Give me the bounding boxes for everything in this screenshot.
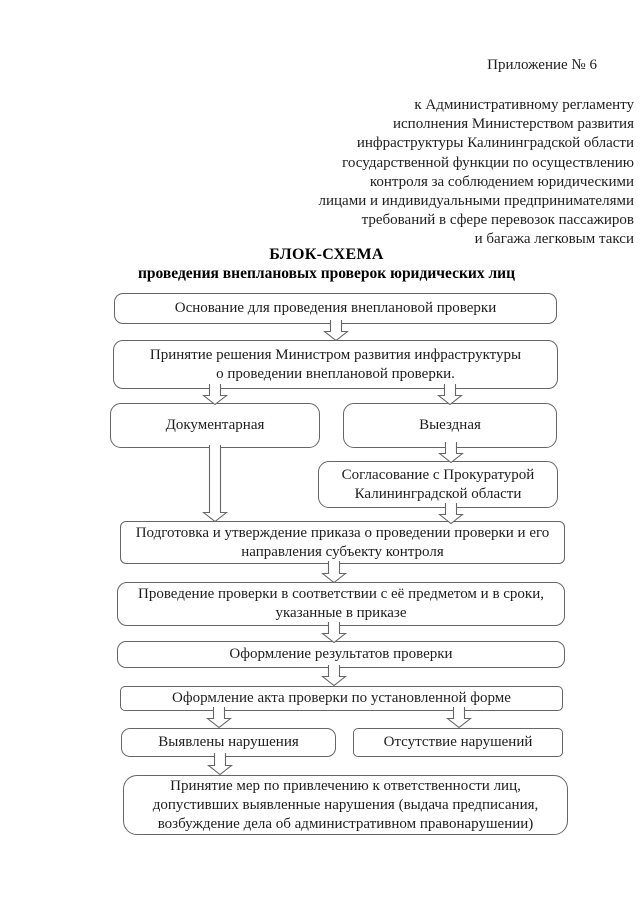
reference-line: государственной функции по осуществлению: [342, 154, 634, 171]
reference-line: инфраструктуры Калининградской области: [356, 135, 634, 152]
reference-line: требований в сфере перевозок пассажиров: [361, 212, 634, 229]
down-arrow-violations-to-measures: [207, 753, 233, 775]
down-arrow-prosecutor-to-order: [438, 503, 464, 524]
node-enforcement-measures: Принятие мер по привлечению к ответствен…: [123, 775, 568, 835]
node-results-registration: Оформление результатов проверки: [117, 641, 565, 668]
reference-line: и багажа легковым такси: [474, 231, 634, 248]
chart-title-sub: проведения внеплановых проверок юридичес…: [138, 265, 515, 282]
down-arrow-results-to-act: [321, 665, 347, 686]
down-arrow-basis-to-decision: [323, 320, 349, 341]
down-arrow-documentary-to-order: [202, 445, 228, 522]
node-field: Выездная: [343, 403, 557, 448]
down-arrow-conduct-to-results: [321, 622, 347, 643]
node-violations-found: Выявлены нарушения: [121, 728, 336, 757]
node-order-preparation: Подготовка и утверждение приказа о прове…: [120, 521, 565, 564]
down-arrow-act-to-no-violations: [446, 707, 472, 728]
node-act-registration: Оформление акта проверки по установленно…: [120, 686, 563, 711]
reference-line: контроля за соблюдением юридическими: [369, 173, 634, 190]
node-documentary: Документарная: [110, 403, 320, 448]
node-minister-decision: Принятие решения Министром развития инфр…: [113, 340, 558, 389]
down-arrow-decision-to-field: [437, 384, 463, 405]
down-arrow-field-to-prosecutor: [438, 442, 464, 463]
node-inspection-conduct: Проведение проверки в соответствии с её …: [117, 582, 565, 626]
appendix-label: Приложение № 6: [487, 57, 597, 73]
chart-title: БЛОК-СХЕМА проведения внеплановых провер…: [113, 246, 540, 283]
down-arrow-decision-to-documentary: [202, 384, 228, 405]
chart-title-main: БЛОК-СХЕМА: [269, 246, 384, 263]
regulation-reference: к Административному регламенту исполнени…: [319, 96, 635, 250]
down-arrow-act-to-violations: [206, 707, 232, 728]
down-arrow-order-to-conduct: [321, 561, 347, 583]
node-prosecutor-approval: Согласование с Прокуратурой Калининградс…: [318, 461, 558, 508]
reference-line: исполнения Министерством развития: [392, 116, 634, 133]
node-no-violations: Отсутствие нарушений: [353, 728, 563, 757]
reference-line: лицами и индивидуальными предпринимателя…: [318, 193, 635, 210]
reference-line: к Административному регламенту: [414, 97, 634, 113]
